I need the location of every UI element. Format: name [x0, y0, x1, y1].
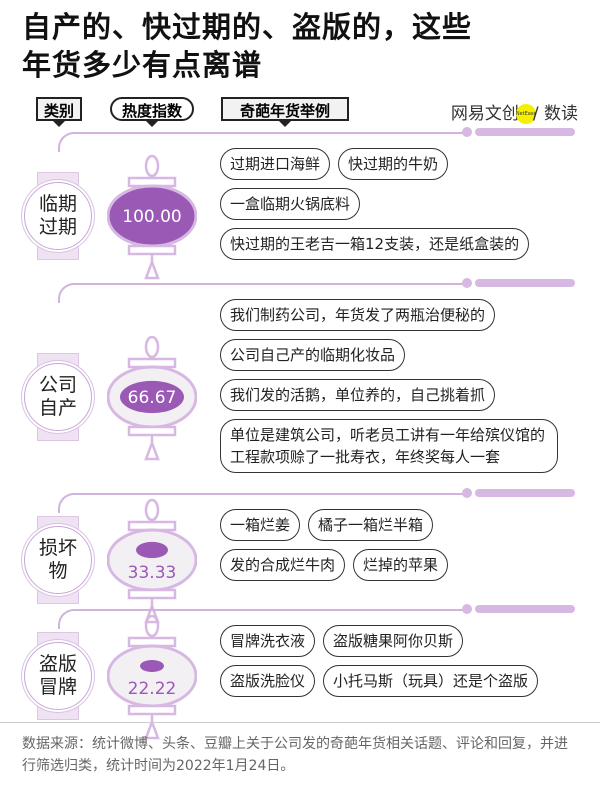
examples-row: 我们发的活鹅，单位养的，自己挑着抓 [220, 379, 590, 411]
example-pill: 一箱烂姜 [220, 509, 301, 541]
end-dot [462, 278, 472, 288]
examples-list: 我们制药公司，年货发了两瓶治便秘的公司自己产的临期化妆品我们发的活鹅，单位养的，… [220, 299, 590, 481]
example-pill: 单位是建筑公司，听老员工讲有一年给殡仪馆的工程款项赊了一批寿衣，年终奖每人一套 [220, 419, 558, 473]
example-pill: 发的合成烂牛肉 [220, 549, 346, 581]
examples-row: 我们制药公司，年货发了两瓶治便秘的 [220, 299, 590, 331]
end-dot [462, 604, 472, 614]
footer-source: 数据来源：统计微博、头条、豆瓣上关于公司发的奇葩年货相关话题、评论和回复，并进行… [0, 722, 600, 787]
heat-value: 100.00 [122, 207, 181, 227]
examples-list: 一箱烂姜橘子一箱烂半箱发的合成烂牛肉烂掉的苹果 [220, 509, 590, 589]
connector-line [58, 283, 470, 303]
heat-value: 66.67 [128, 388, 177, 408]
end-dot [462, 488, 472, 498]
examples-list: 冒牌洗衣液盗版糖果阿你贝斯盗版洗脸仪小托马斯（玩具）还是个盗版 [220, 625, 590, 705]
logo-text-right: / 数读 [532, 104, 578, 124]
logo-text-left: 网易文创 [450, 104, 519, 124]
lantern-hook [144, 154, 160, 178]
examples-row: 过期进口海鲜快过期的牛奶 [220, 148, 590, 180]
category-line: 盗版 [38, 652, 77, 675]
category-line: 冒牌 [38, 675, 77, 698]
lantern-gauge: 100.00 [107, 154, 197, 280]
example-pill: 快过期的王老吉一箱12支装，还是纸盒装的 [220, 228, 530, 260]
examples-row: 一箱烂姜橘子一箱烂半箱 [220, 509, 590, 541]
example-pill: 公司自己产的临期化妆品 [220, 339, 406, 371]
lantern-gauge: 33.33 [107, 498, 197, 623]
examples-row: 一盒临期火锅底料 [220, 188, 590, 220]
lantern-hook [144, 498, 160, 521]
header-examples: 奇葩年货举例 [221, 97, 349, 127]
heat-value: 22.22 [128, 679, 177, 699]
lantern-fill [140, 659, 164, 672]
examples-row: 盗版洗脸仪小托马斯（玩具）还是个盗版 [220, 665, 590, 697]
example-pill: 盗版洗脸仪 [220, 665, 316, 697]
examples-row: 公司自己产的临期化妆品 [220, 339, 590, 371]
lantern-tassel [144, 717, 160, 739]
end-dot [462, 127, 472, 137]
lantern-hook [144, 614, 160, 637]
example-pill: 我们发的活鹅，单位养的，自己挑着抓 [220, 379, 496, 411]
example-pill: 我们制药公司，年货发了两瓶治便秘的 [220, 299, 496, 331]
examples-row: 单位是建筑公司，听老员工讲有一年给殡仪馆的工程款项赊了一批寿衣，年终奖每人一套 [220, 419, 590, 473]
lantern-hook [144, 335, 160, 359]
logo-dot-icon: NetEase [515, 104, 537, 124]
connector-line [58, 132, 470, 152]
end-bar [475, 279, 575, 287]
category-line: 损坏 [38, 536, 77, 559]
example-pill: 小托马斯（玩具）还是个盗版 [323, 665, 539, 697]
lantern-bottom-cap [127, 425, 177, 437]
page-title: 自产的、快过期的、盗版的，这些 年货多少有点离谱 [22, 8, 472, 84]
end-bar [475, 489, 575, 497]
examples-row: 快过期的王老吉一箱12支装，还是纸盒装的 [220, 228, 590, 260]
lantern-fill [119, 380, 185, 414]
title-line-1: 自产的、快过期的、盗版的，这些 [22, 10, 473, 44]
end-bar [475, 128, 575, 136]
example-pill: 烂掉的苹果 [353, 549, 449, 581]
category-line: 过期 [38, 216, 77, 238]
category-badge: 损坏 物 [24, 525, 92, 594]
category-line: 自产 [38, 397, 77, 419]
example-pill: 盗版糖果阿你贝斯 [323, 625, 464, 657]
example-pill: 冒牌洗衣液 [220, 625, 316, 657]
examples-row: 冒牌洗衣液盗版糖果阿你贝斯 [220, 625, 590, 657]
lantern-bottom-cap [127, 704, 177, 715]
lantern-tassel [144, 258, 160, 280]
category-line: 公司 [38, 374, 77, 396]
connector-line [58, 493, 470, 513]
category-line: 临期 [38, 193, 77, 215]
connector-line [58, 609, 470, 629]
example-pill: 过期进口海鲜 [220, 148, 331, 180]
example-pill: 快过期的牛奶 [338, 148, 449, 180]
category-badge: 公司 自产 [24, 363, 92, 431]
category-line: 物 [48, 559, 68, 582]
examples-row: 发的合成烂牛肉烂掉的苹果 [220, 549, 590, 581]
lantern-bottom-cap [127, 588, 177, 599]
examples-list: 过期进口海鲜快过期的牛奶一盒临期火锅底料快过期的王老吉一箱12支装，还是纸盒装的 [220, 148, 590, 268]
category-badge: 临期 过期 [24, 182, 92, 250]
lantern-tassel [144, 601, 160, 623]
lantern-fill [136, 541, 168, 558]
lantern-tassel [144, 439, 160, 461]
category-badge: 盗版 冒牌 [24, 641, 92, 710]
example-pill: 一盒临期火锅底料 [220, 188, 361, 220]
header-category: 类别 [36, 97, 82, 127]
lantern-bottom-cap [127, 244, 177, 256]
heat-value: 33.33 [128, 563, 177, 583]
example-pill: 橘子一箱烂半箱 [308, 509, 434, 541]
lantern-gauge: 22.22 [107, 614, 197, 739]
logo-mid: NetEase [515, 111, 537, 117]
lantern-gauge: 66.67 [107, 335, 197, 461]
end-bar [475, 605, 575, 613]
header-heat-index: 热度指数 [110, 97, 194, 127]
title-line-2: 年货多少有点离谱 [22, 48, 263, 82]
